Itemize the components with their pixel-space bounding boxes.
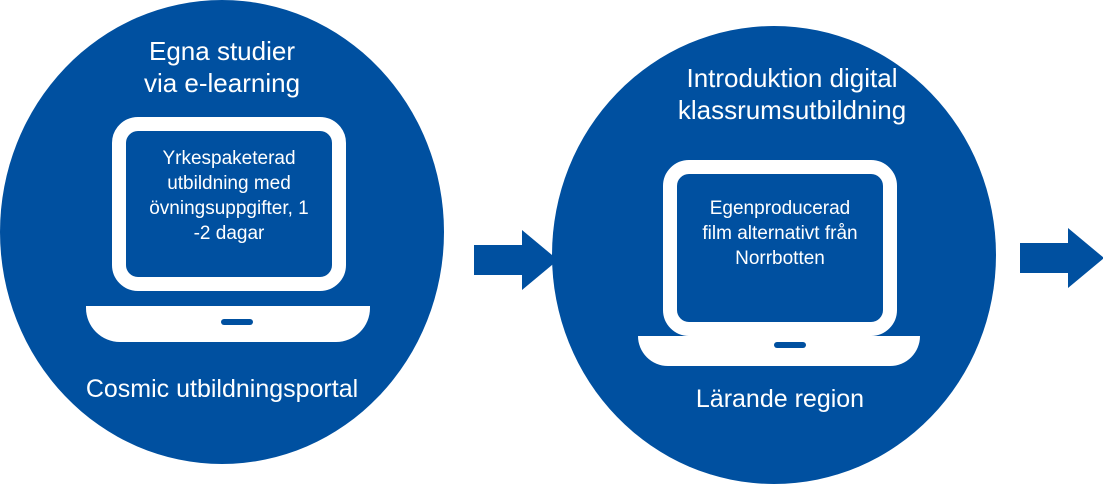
step-1-screen-text: Yrkespaketerad utbildning med övningsupp… — [126, 146, 332, 246]
step-1-trackpad — [221, 319, 253, 325]
step-1-screen-line-4: -2 dagar — [193, 223, 265, 245]
step-1-title-line-2: via e-learning — [143, 67, 301, 98]
step-2-title-line-1: Introduktion digital — [686, 63, 898, 93]
step-2-screen-text: Egenproducerad film alternativt från Nor… — [677, 196, 883, 271]
step-2-title: Introduktion digital klassrumsutbildning — [662, 63, 922, 126]
step-2-trackpad — [774, 342, 806, 348]
arrow-right-icon — [474, 230, 558, 290]
step-2-screen-line-3: Norrbotten — [735, 248, 825, 270]
step-2-screen-line-2: film alternativt från — [702, 223, 858, 245]
step-1-footer: Cosmic utbildningsportal — [85, 375, 359, 403]
step-2-laptop-icon — [663, 160, 897, 336]
step-1-screen-line-2: utbildning med — [167, 173, 291, 195]
step-2-footer: Lärande region — [695, 385, 865, 413]
step-2-laptop-base — [638, 336, 920, 366]
step-2-title-line-2: klassrumsutbildning — [677, 94, 907, 125]
step-2-screen-line-1: Egenproducerad — [709, 198, 851, 219]
step-1-screen-line-1: Yrkespaketerad — [162, 148, 296, 169]
arrow-right-icon — [1020, 228, 1103, 288]
step-1-screen-line-3: övningsuppgifter, 1 — [149, 198, 309, 220]
step-1-laptop-icon — [112, 117, 346, 291]
step-1-title: Egna studier via e-learning — [112, 36, 332, 99]
step-1-title-line-1: Egna studier — [149, 36, 295, 66]
